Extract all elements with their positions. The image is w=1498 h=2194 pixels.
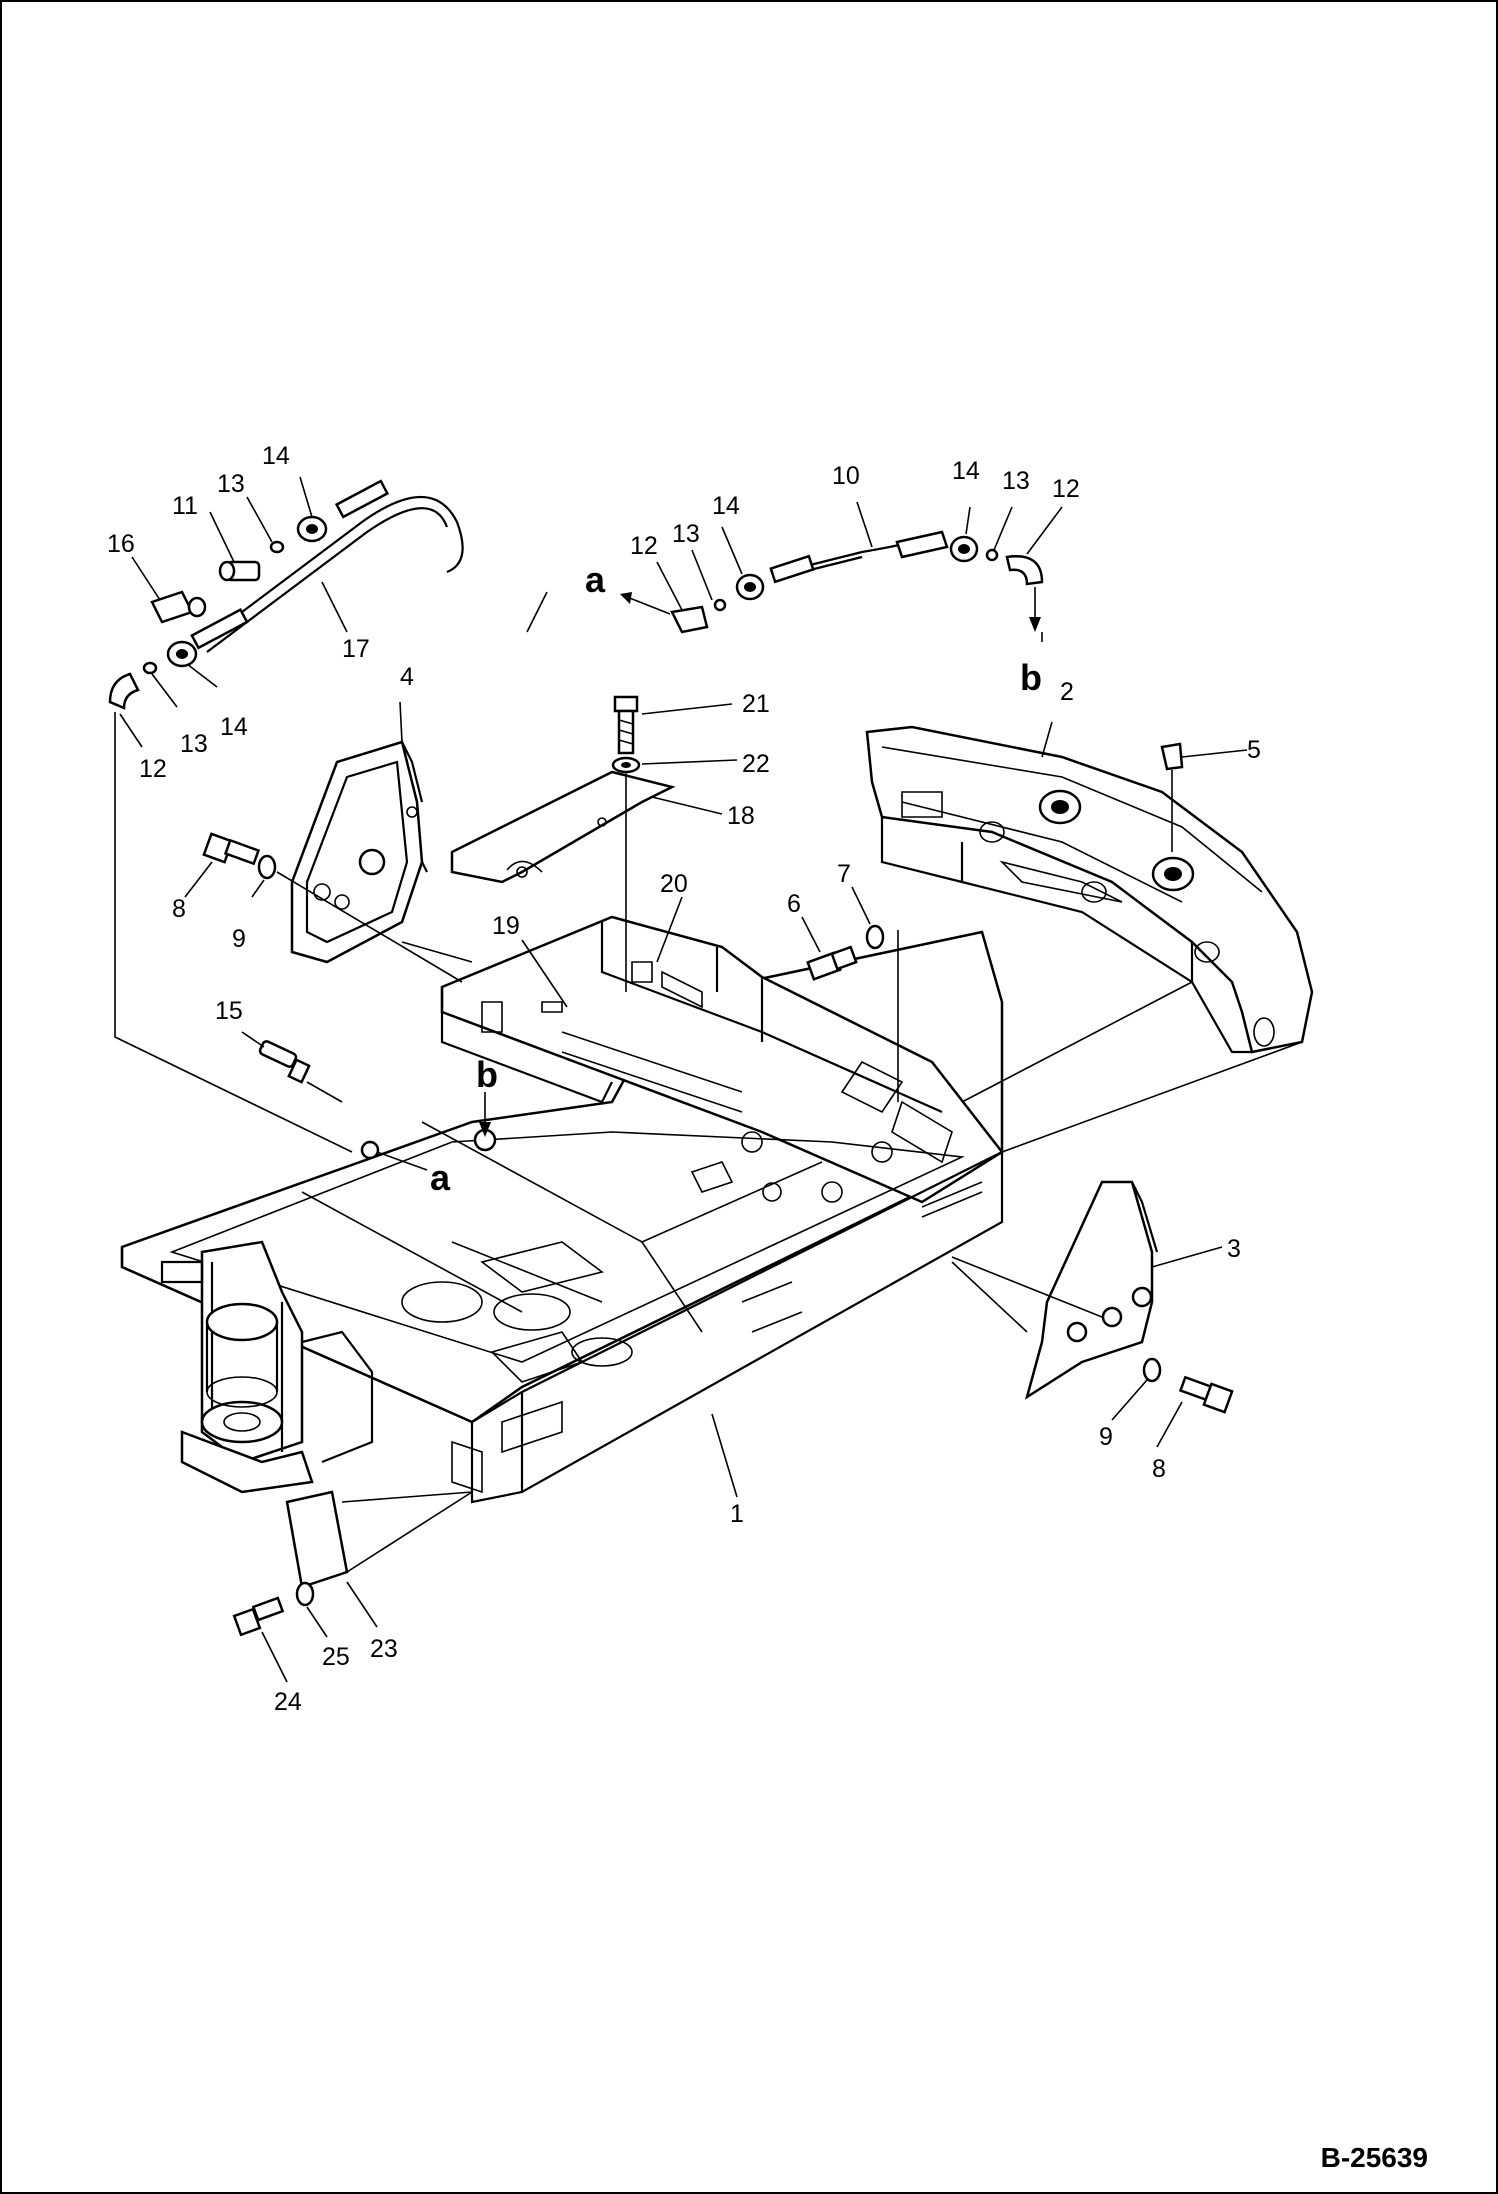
bolts-and-washers <box>202 632 1303 1637</box>
label-part-11: 11 <box>172 492 198 520</box>
label-part-14-mid: 14 <box>712 492 740 520</box>
label-part-13-top: 13 <box>217 470 245 498</box>
label-part-13-mid: 13 <box>672 520 700 548</box>
label-part-24: 24 <box>274 1688 302 1716</box>
label-part-23: 23 <box>370 1635 398 1663</box>
label-part-6: 6 <box>787 890 801 918</box>
label-part-25: 25 <box>322 1643 350 1671</box>
hose-assembly-right <box>620 530 1044 634</box>
label-part-17: 17 <box>342 635 370 663</box>
reference-letters: a b b a <box>430 559 1042 1198</box>
ref-a-frame: a <box>430 1157 451 1198</box>
label-part-15: 15 <box>215 997 243 1025</box>
label-part-13-lower: 13 <box>180 730 208 758</box>
revolving-frame <box>120 915 1004 1504</box>
label-part-12-left: 12 <box>139 755 167 783</box>
label-part-21: 21 <box>742 690 770 718</box>
ref-b-frame: b <box>476 1054 498 1095</box>
label-part-14-top: 14 <box>262 442 290 470</box>
label-part-14-right: 14 <box>952 457 980 485</box>
drawing-code: B-25639 <box>1320 2142 1428 2173</box>
side-plate-right <box>1024 1180 1159 1400</box>
label-part-12-right: 12 <box>1052 475 1080 503</box>
leader-lines <box>119 476 1248 1683</box>
inspection-cover <box>285 1490 349 1589</box>
label-part-4: 4 <box>400 663 414 691</box>
label-part-8-left: 8 <box>172 895 186 923</box>
label-part-9-right: 9 <box>1099 1423 1113 1451</box>
label-part-10: 10 <box>832 462 860 490</box>
label-part-8-right: 8 <box>1152 1455 1166 1483</box>
counterweight <box>865 725 1314 1054</box>
label-part-20: 20 <box>660 870 688 898</box>
ref-b-top: b <box>1020 657 1042 698</box>
label-part-12-mid: 12 <box>630 532 658 560</box>
ref-a-top: a <box>585 559 606 600</box>
label-part-3: 3 <box>1227 1235 1241 1263</box>
label-part-2: 2 <box>1060 678 1074 706</box>
label-part-19: 19 <box>492 912 520 940</box>
cover-plate <box>450 770 676 884</box>
part-number-labels: 1 2 3 4 5 6 7 8 9 10 11 12 12 12 13 13 1… <box>107 442 1261 1716</box>
label-part-14-lower: 14 <box>220 713 248 741</box>
label-part-7: 7 <box>837 860 851 888</box>
label-part-18: 18 <box>727 802 755 830</box>
hose-assembly-left <box>108 479 464 1153</box>
label-part-1: 1 <box>730 1500 744 1528</box>
side-plate-left <box>290 740 428 964</box>
label-part-22: 22 <box>742 750 770 778</box>
label-part-9-left: 9 <box>232 925 246 953</box>
label-part-13-right: 13 <box>1002 467 1030 495</box>
label-part-5: 5 <box>1247 736 1261 764</box>
label-part-16: 16 <box>107 530 135 558</box>
